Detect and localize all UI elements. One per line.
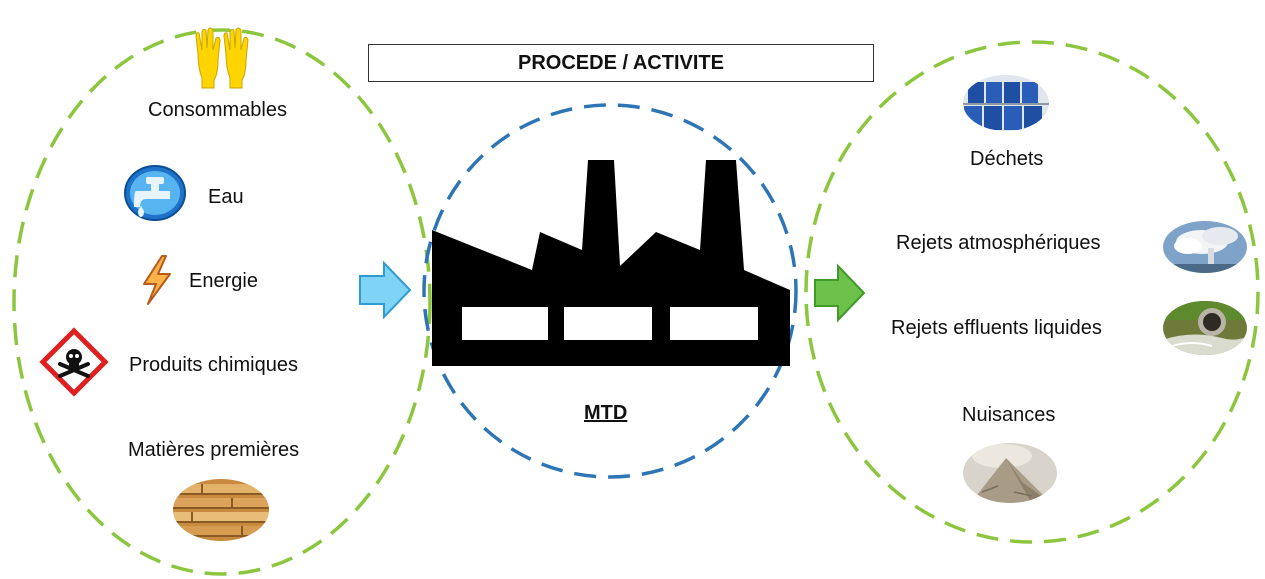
lightning-icon — [143, 255, 171, 305]
water-tap-icon — [124, 165, 186, 221]
outputs-circle — [804, 40, 1260, 544]
inputs-circle — [12, 28, 432, 576]
output-label-dechets: Déchets — [970, 148, 1044, 170]
output-label-rejets-effluents-liquides: Rejets effluents liquides — [891, 317, 1102, 339]
process-circle — [422, 103, 798, 479]
factory-icon — [432, 160, 790, 366]
input-label-energie: Energie — [189, 270, 258, 292]
input-label-matieres-premieres: Matières premières — [128, 439, 300, 461]
input-label-consommables: Consommables — [148, 99, 287, 121]
process-title: PROCEDE / ACTIVITE — [368, 44, 874, 82]
output-label-nuisances: Nuisances — [962, 404, 1056, 426]
toxic-hazard-icon — [39, 327, 109, 397]
gloves-icon — [195, 27, 249, 89]
mtd-label: MTD — [584, 402, 628, 424]
input-label-eau: Eau — [208, 186, 244, 208]
input-arrow — [359, 260, 412, 320]
dust-pile-icon — [963, 443, 1057, 503]
input-label-produits-chimiques: Produits chimiques — [129, 354, 298, 376]
waste-barrels-icon — [963, 75, 1049, 131]
smoke-stack-icon — [1163, 221, 1247, 273]
output-label-rejets-atmospheriques: Rejets atmosphériques — [896, 232, 1101, 254]
output-arrow — [814, 263, 866, 323]
drain-pipe-icon — [1163, 301, 1247, 355]
wood-planks-icon — [173, 479, 269, 541]
